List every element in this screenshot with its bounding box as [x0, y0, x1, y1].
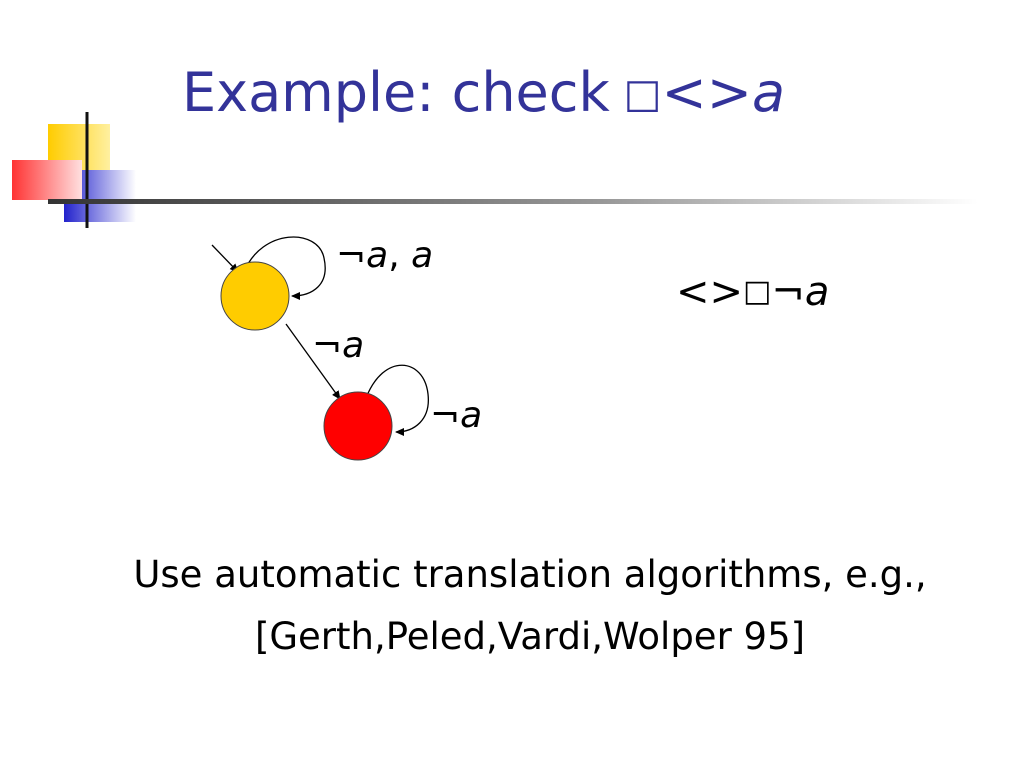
transition-label: ¬a	[312, 328, 364, 364]
red-square	[12, 160, 82, 200]
negation-symbol: ¬	[336, 235, 367, 276]
self-loop-1-label: ¬a, a	[336, 238, 433, 274]
negation-symbol: ¬	[312, 325, 343, 366]
negated-formula: <>□¬a	[676, 272, 829, 312]
initial-state	[220, 261, 290, 331]
self-loop-2	[365, 364, 429, 436]
diamond-operator: <>	[676, 269, 744, 315]
variable-a: a	[411, 235, 434, 276]
variable-a: a	[366, 235, 389, 276]
initial-arrow	[211, 244, 239, 273]
self-loop-1	[243, 236, 326, 300]
transition-arrow	[285, 323, 341, 400]
body-line-1: Use automatic translation algorithms, e.…	[133, 553, 927, 596]
variable-a: a	[342, 325, 365, 366]
slide-title: Example: check□<>a	[182, 66, 785, 120]
title-variable: a	[752, 61, 786, 124]
box-operator-glyph: □	[743, 274, 772, 309]
body-line-2: [Gerth,Peled,Vardi,Wolper 95]	[254, 615, 806, 658]
variable-a: a	[460, 395, 483, 436]
title-text: Example: check	[182, 61, 610, 124]
buchi-automaton	[211, 236, 429, 461]
slide-decoration	[12, 112, 978, 228]
negation-symbol: ¬	[771, 269, 805, 315]
negation-symbol: ¬	[430, 395, 461, 436]
horizontal-rule	[48, 199, 978, 204]
box-operator-glyph: □	[623, 71, 662, 117]
self-loop-2-label: ¬a	[430, 398, 482, 434]
separator: ,	[388, 235, 412, 276]
diamond-operator: <>	[661, 61, 753, 124]
body-text: Use automatic translation algorithms, e.…	[0, 544, 1024, 668]
variable-a: a	[804, 269, 830, 315]
accepting-state	[323, 391, 393, 461]
